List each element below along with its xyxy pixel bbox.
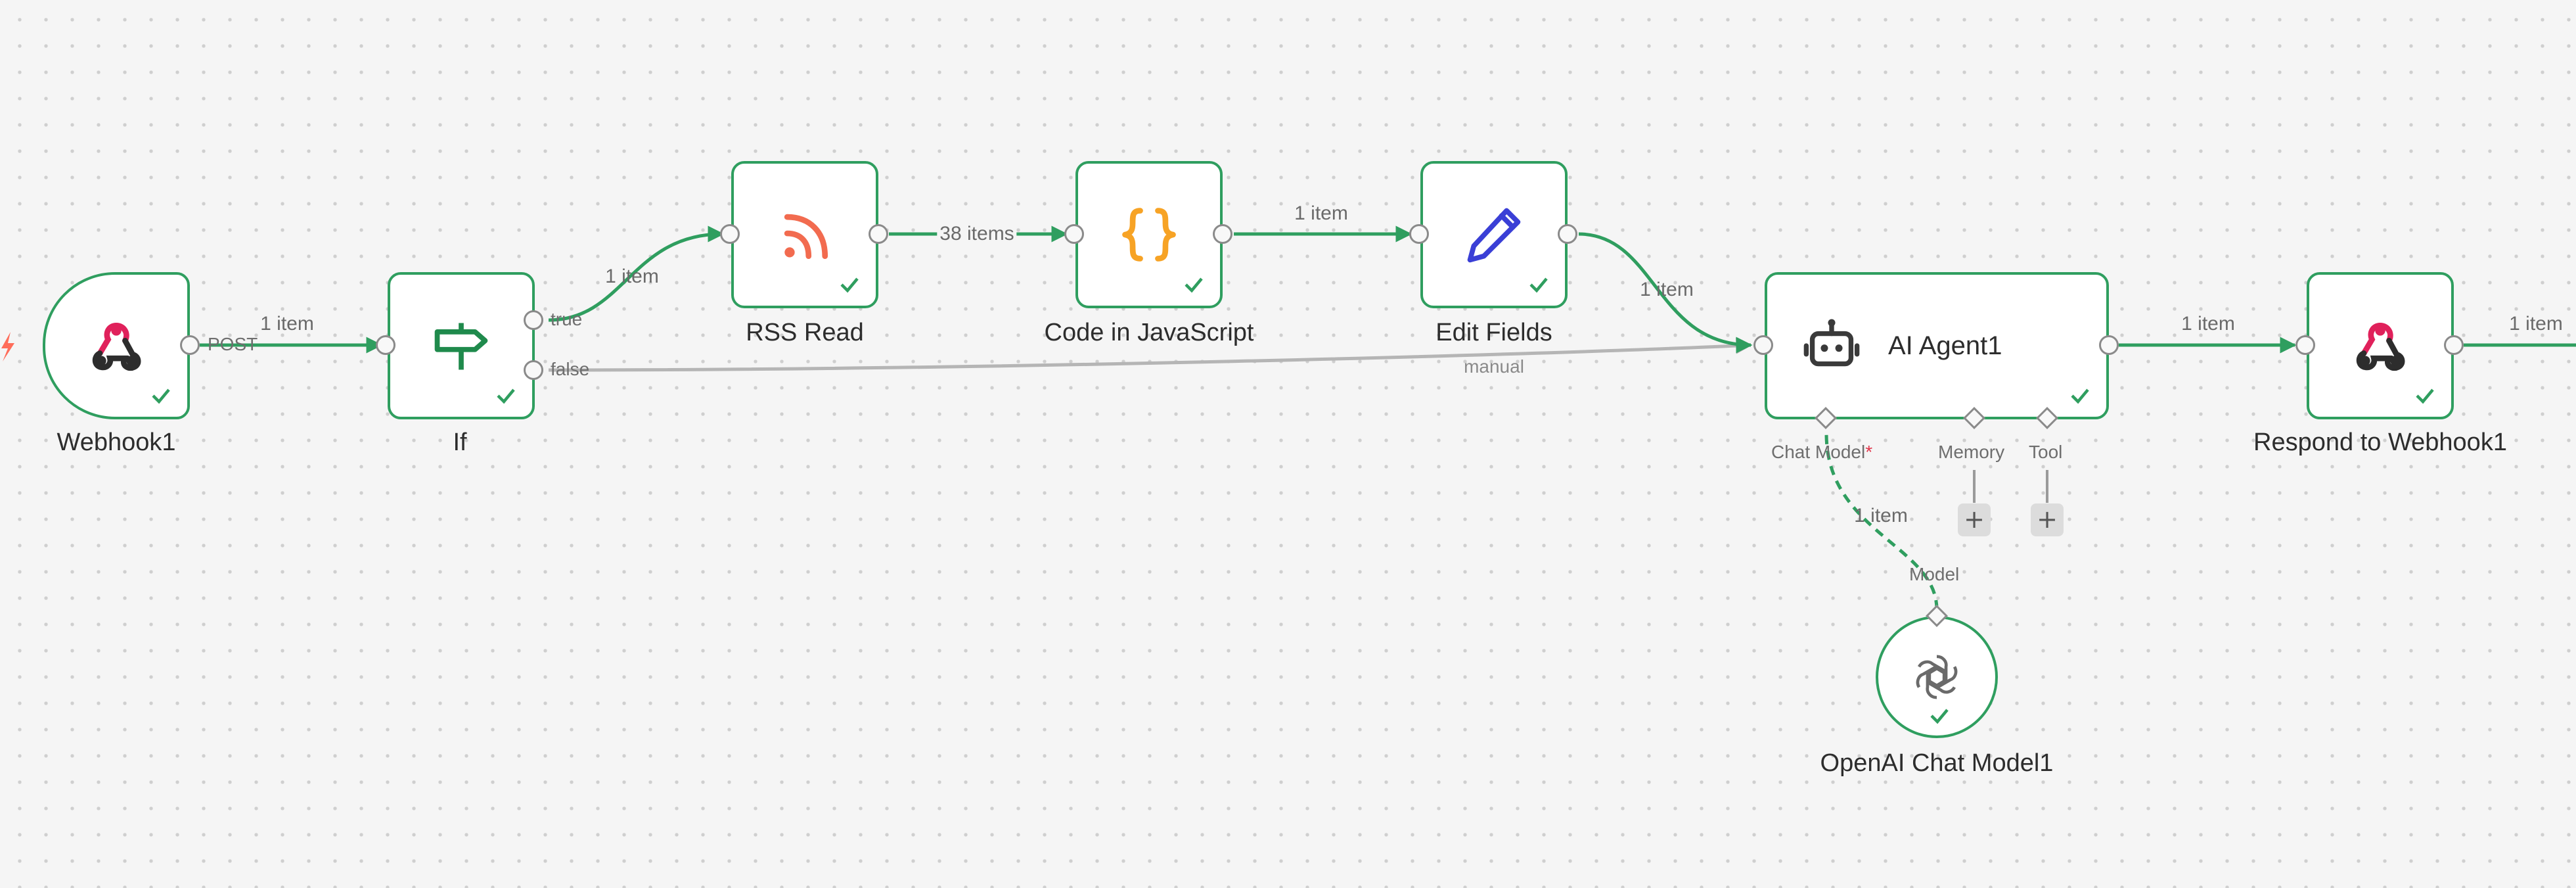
- webhook-icon: [85, 314, 148, 377]
- ai-agent1-title: AI Agent1: [1888, 331, 2002, 360]
- code-input-port[interactable]: [1064, 224, 1084, 244]
- node-openai-chat-model1[interactable]: [1876, 616, 1998, 738]
- edge-respond-next-label: 1 item: [2509, 313, 2563, 335]
- edge-if-rss[interactable]: [548, 225, 725, 322]
- tool-port-label: Tool: [2029, 442, 2063, 462]
- openai-model-port-label: Model: [1909, 564, 1960, 584]
- robot-icon: [1801, 315, 1862, 376]
- rss-read-title: RSS Read: [746, 319, 864, 346]
- edge-edit-agent[interactable]: [1578, 232, 1753, 354]
- rss-icon: [773, 203, 836, 266]
- success-check-icon: [1930, 709, 1949, 724]
- success-check-icon: [1529, 277, 1548, 293]
- edge-if-agent[interactable]: [548, 337, 1753, 372]
- if-true-label: true: [551, 309, 583, 329]
- node-respond-to-webhook1[interactable]: [2307, 272, 2454, 419]
- respond-input-port[interactable]: [2295, 335, 2315, 355]
- node-code-in-javascript[interactable]: [1075, 161, 1223, 308]
- if-false-output-port[interactable]: [524, 360, 543, 380]
- braces-icon: [1118, 203, 1181, 266]
- edge-openai-agent-label: 1 item: [1854, 505, 1908, 526]
- ai-agent1-input-port[interactable]: [1753, 335, 1773, 355]
- edit-fields-title: Edit Fields: [1435, 319, 1552, 346]
- node-if[interactable]: [388, 272, 535, 419]
- edge-code-edit-label: 1 item: [1294, 202, 1348, 224]
- required-marker: *: [1865, 442, 1873, 462]
- edit-fields-output-port[interactable]: [1558, 224, 1577, 244]
- edge-agent-respond-label: 1 item: [2181, 313, 2235, 335]
- success-check-icon: [840, 277, 859, 293]
- webhook1-output-port[interactable]: [180, 335, 200, 355]
- if-title: If: [453, 429, 467, 456]
- if-true-output-port[interactable]: [524, 310, 543, 330]
- trigger-bolt-icon: [1, 332, 14, 362]
- openai-icon: [1911, 651, 1962, 703]
- code-output-port[interactable]: [1213, 224, 1232, 244]
- signpost-icon: [430, 314, 493, 377]
- if-false-label: false: [551, 359, 590, 379]
- edge-openai-agent[interactable]: [1824, 433, 1939, 610]
- node-rss-read[interactable]: [731, 161, 878, 308]
- success-check-icon: [2416, 388, 2434, 404]
- add-tool-button[interactable]: +: [2031, 503, 2064, 536]
- openai-chat-model1-title: OpenAI Chat Model1: [1820, 749, 2054, 777]
- webhook-icon: [2349, 314, 2412, 377]
- pencil-icon: [1462, 203, 1525, 266]
- respond-to-webhook1-title: Respond to Webhook1: [2253, 429, 2507, 456]
- success-check-icon: [497, 388, 515, 404]
- respond-output-port[interactable]: [2444, 335, 2464, 355]
- node-ai-agent1[interactable]: AI Agent1: [1765, 272, 2109, 419]
- webhook1-title: Webhook1: [56, 429, 176, 456]
- success-check-icon: [1185, 277, 1203, 293]
- edge-if-rss-label: 1 item: [605, 266, 659, 287]
- rss-read-output-port[interactable]: [869, 224, 888, 244]
- if-input-port[interactable]: [376, 335, 395, 355]
- memory-port-label: Memory: [1938, 442, 2005, 462]
- chat-model-label-text: Chat Model: [1771, 442, 1866, 462]
- webhook1-output-label: POST: [208, 334, 258, 354]
- success-check-icon: [152, 388, 170, 404]
- success-check-icon: [2071, 388, 2089, 404]
- node-edit-fields[interactable]: [1420, 161, 1568, 308]
- add-memory-button[interactable]: +: [1958, 503, 1991, 536]
- edge-webhook-if-label: 1 item: [260, 313, 314, 335]
- edge-edit-agent-label: 1 item: [1640, 279, 1694, 300]
- edit-fields-input-port[interactable]: [1409, 224, 1429, 244]
- edge-rss-code-label: 38 items: [937, 223, 1017, 245]
- ai-agent1-output-port[interactable]: [2099, 335, 2119, 355]
- code-in-javascript-title: Code in JavaScript: [1044, 319, 1254, 346]
- rss-read-input-port[interactable]: [720, 224, 740, 244]
- edit-fields-subtitle: manual: [1464, 356, 1524, 377]
- node-webhook1[interactable]: [43, 272, 190, 419]
- chat-model-port-label: Chat Model*: [1771, 442, 1872, 463]
